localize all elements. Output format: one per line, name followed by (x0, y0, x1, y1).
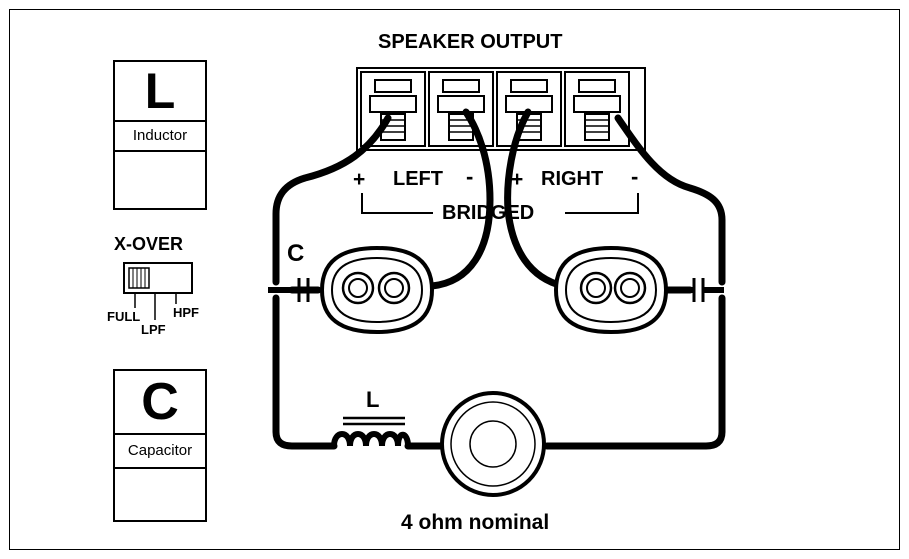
right-positive-label: + (511, 168, 524, 191)
xover-title: X-OVER (114, 234, 184, 254)
terminal-right-negative (564, 71, 630, 147)
capacitor-left-symbol (268, 278, 320, 302)
xover-lpf-label: LPF (141, 322, 166, 337)
terminal-right-positive (496, 71, 562, 147)
xover-hpf-label: HPF (173, 305, 199, 320)
inductor-circuit-symbol (331, 416, 411, 447)
terminal-left-positive (360, 71, 426, 147)
legend-capacitor-box: C Capacitor (113, 369, 207, 522)
terminal-left-negative (428, 71, 494, 147)
legend-inductor-name: Inductor (115, 120, 205, 150)
woofer (440, 391, 546, 497)
legend-capacitor-name: Capacitor (115, 433, 205, 467)
tweeter-right (553, 245, 669, 335)
xover-switch (123, 262, 193, 320)
xover-full-label: FULL (107, 309, 141, 324)
legend-inductor-box: L Inductor (113, 60, 207, 210)
woofer-caption: 4 ohm nominal (401, 511, 550, 534)
bridged-label: BRIDGED (442, 202, 535, 224)
title-speaker-output: SPEAKER OUTPUT (378, 31, 563, 53)
speaker-wires (272, 108, 726, 450)
diagram-frame (9, 9, 900, 550)
left-positive-label: + (353, 168, 366, 191)
left-negative-label: - (466, 164, 474, 189)
capacitor-right-symbol (678, 278, 724, 302)
capacitor-label: C (287, 240, 305, 267)
bridged-bracket (361, 193, 639, 214)
legend-capacitor-symbol: C (141, 373, 179, 431)
legend-inductor-symbol: L (144, 63, 176, 119)
tweeter-left (319, 245, 435, 335)
terminal-block (356, 67, 646, 151)
inductor-label: L (366, 387, 380, 412)
left-channel-label: LEFT (393, 168, 443, 190)
right-negative-label: - (631, 164, 639, 189)
right-channel-label: RIGHT (541, 168, 604, 190)
